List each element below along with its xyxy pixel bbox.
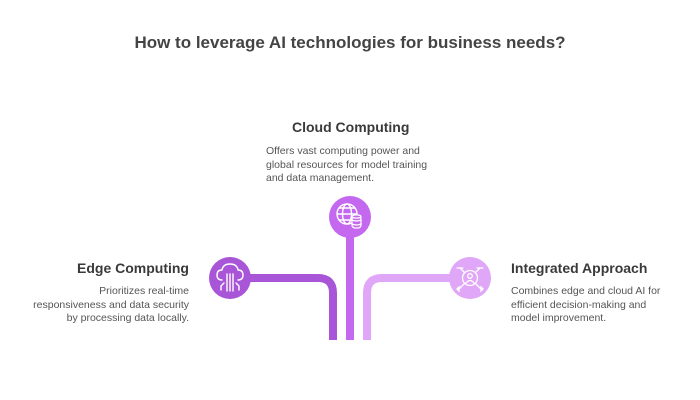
edge-heading: Edge Computing — [77, 260, 189, 276]
cloud-circuit-icon — [209, 257, 251, 299]
integrated-description: Combines edge and cloud AI for efficient… — [511, 285, 661, 324]
edge-description: Prioritizes real-time responsiveness and… — [33, 285, 189, 324]
user-network-icon — [449, 257, 491, 299]
edge-connector — [250, 274, 337, 340]
integrated-heading: Integrated Approach — [511, 260, 648, 276]
integrated-connector — [363, 274, 450, 340]
globe-database-icon — [329, 196, 371, 238]
cloud-description: Offers vast computing power and global r… — [266, 145, 428, 184]
diagram-title: How to leverage AI technologies for busi… — [134, 33, 566, 52]
cloud-heading: Cloud Computing — [292, 119, 410, 135]
